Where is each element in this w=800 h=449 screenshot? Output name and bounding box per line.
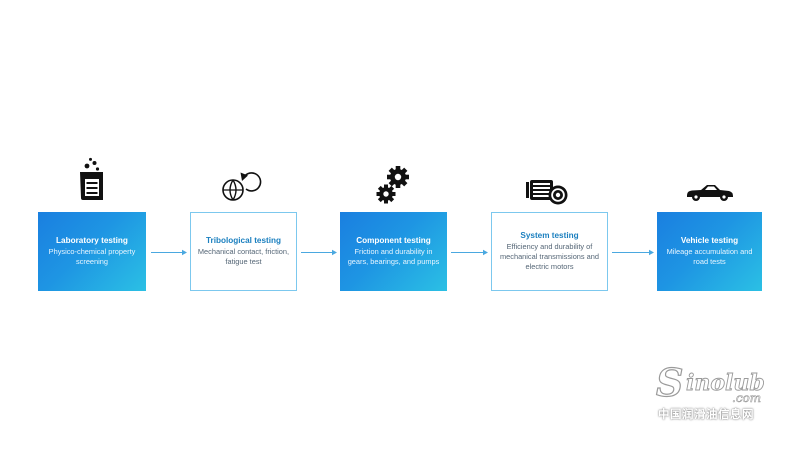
- step-title: System testing: [520, 230, 579, 240]
- step-title: Component testing: [356, 235, 431, 245]
- flow-arrow: [301, 249, 337, 256]
- step-description: Mechanical contact, friction, fatigue te…: [197, 246, 290, 267]
- step-tribological-testing: Tribological testing Mechanical contact,…: [190, 212, 297, 291]
- rotating-ball-icon: [222, 172, 262, 201]
- flow-arrow: [612, 249, 654, 256]
- step-vehicle-testing: Vehicle testing Mileage accumulation and…: [657, 212, 762, 291]
- step-description: Efficiency and durability of mechanical …: [500, 241, 599, 272]
- watermark-subtitle: 中国润滑油信息网: [658, 407, 754, 421]
- step-system-testing: System testing Efficiency and durability…: [491, 212, 608, 291]
- step-title: Tribological testing: [205, 235, 282, 245]
- svg-text:inolub: inolub: [686, 370, 765, 396]
- step-title: Laboratory testing: [56, 235, 128, 245]
- svg-text:.com: .com: [732, 391, 761, 405]
- step-title: Vehicle testing: [680, 235, 739, 245]
- beaker-icon: [80, 157, 103, 200]
- step-description: Physico-chemical property screening: [48, 246, 136, 267]
- step-component-testing: Component testing Friction and durabilit…: [340, 212, 447, 291]
- step-description: Mileage accumulation and road tests: [666, 246, 753, 267]
- sinolub-watermark-logo: S inolub .com: [655, 360, 765, 406]
- step-description: Friction and durability in gears, bearin…: [347, 246, 440, 267]
- gears-icon: [376, 166, 409, 204]
- svg-text:S: S: [656, 360, 683, 405]
- flow-arrow: [451, 249, 488, 256]
- step-laboratory-testing: Laboratory testing Physico-chemical prop…: [38, 212, 146, 291]
- flow-arrow: [151, 249, 187, 256]
- car-icon: [687, 185, 733, 201]
- motor-icon: [526, 180, 568, 205]
